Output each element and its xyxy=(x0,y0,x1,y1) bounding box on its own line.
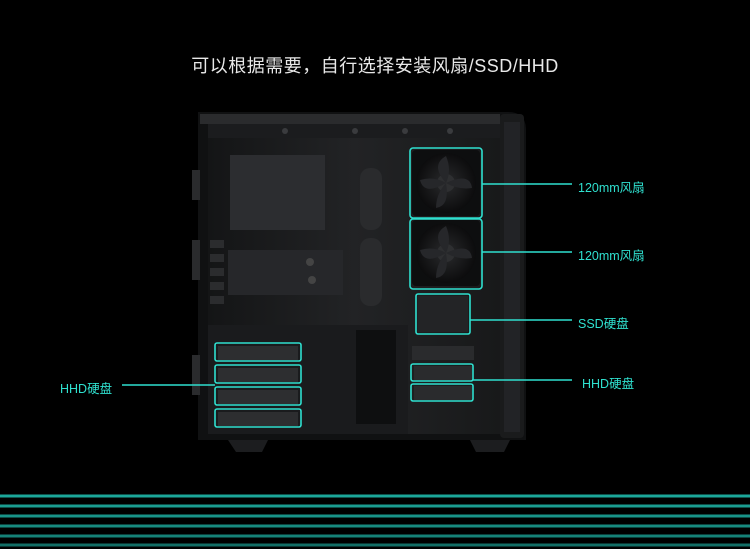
highlight-hhd-left-3 xyxy=(214,386,302,406)
highlight-hhd-left-1 xyxy=(214,342,302,362)
highlight-hhd-right-1 xyxy=(410,363,474,382)
fan-bottom xyxy=(412,220,480,286)
ssd-bay xyxy=(418,296,468,332)
callout-lines xyxy=(122,183,572,386)
headline: 可以根据需要，自行选择安装风扇/SSD/HHD xyxy=(191,56,559,76)
highlight-hhd-left-2 xyxy=(214,364,302,384)
highlight-hhd-right-2 xyxy=(410,383,474,402)
label-ssd: SSD硬盘 xyxy=(578,317,629,331)
highlight-ssd xyxy=(415,293,471,335)
highlight-fan-bottom xyxy=(409,218,483,290)
highlight-hhd-left-4 xyxy=(214,408,302,428)
label-hhd-left: HHD硬盘 xyxy=(60,382,113,396)
label-hhd-right: HHD硬盘 xyxy=(582,377,635,391)
decorative-stripes xyxy=(0,494,750,547)
highlight-fan-top xyxy=(409,147,483,219)
label-fan-bottom: 120mm风扇 xyxy=(578,249,645,263)
label-fan-top: 120mm风扇 xyxy=(578,181,645,195)
hhd-cage-left xyxy=(218,346,298,426)
fan-top xyxy=(412,150,480,216)
highlight-outlines xyxy=(214,147,483,428)
hhd-cage-right xyxy=(412,346,474,400)
